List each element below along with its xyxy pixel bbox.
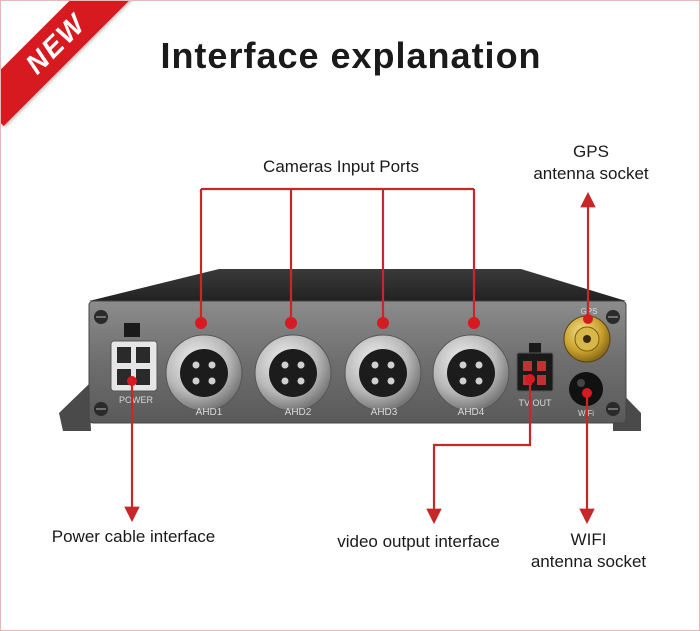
ahd4-connector-icon bbox=[432, 334, 510, 412]
ahd2-connector-icon bbox=[254, 334, 332, 412]
wifi-callout-label: WIFI antenna socket bbox=[506, 529, 671, 573]
screw-icon bbox=[94, 402, 108, 416]
ahd3-label: AHD3 bbox=[371, 407, 398, 418]
ahd2-label: AHD2 bbox=[285, 407, 312, 418]
tvout-label: TV OUT bbox=[519, 398, 553, 408]
ahd4-label: AHD4 bbox=[458, 407, 485, 418]
cameras-callout-lines bbox=[195, 187, 480, 329]
wifi-label-line2: antenna socket bbox=[530, 552, 647, 571]
power-callout-arrow bbox=[124, 376, 140, 523]
video-callout-arrow bbox=[426, 374, 535, 525]
gps-socket-icon bbox=[563, 315, 611, 363]
gps-callout-label: GPS antenna socket bbox=[506, 141, 676, 185]
ahd3-connector-icon bbox=[344, 334, 422, 412]
gps-label-line1: GPS bbox=[573, 142, 609, 161]
screw-icon bbox=[606, 310, 620, 324]
power-callout-label: Power cable interface bbox=[51, 527, 216, 546]
gps-label-line2: antenna socket bbox=[533, 164, 649, 183]
screw-icon bbox=[94, 310, 108, 324]
page-title: Interface explanation bbox=[160, 35, 542, 76]
gps-callout-arrow bbox=[580, 191, 596, 324]
left-mount-foot bbox=[59, 384, 91, 431]
cameras-input-label: Cameras Input Ports bbox=[263, 157, 419, 176]
ahd1-label: AHD1 bbox=[196, 407, 223, 418]
ahd1-connector-icon bbox=[165, 334, 243, 412]
device-top-surface bbox=[89, 269, 626, 301]
wifi-callout-arrow bbox=[579, 388, 595, 525]
power-port-label: POWER bbox=[119, 395, 154, 405]
video-callout-label: video output interface bbox=[337, 532, 500, 551]
wifi-label-line1: WIFI bbox=[570, 530, 607, 549]
screw-icon bbox=[606, 402, 620, 416]
